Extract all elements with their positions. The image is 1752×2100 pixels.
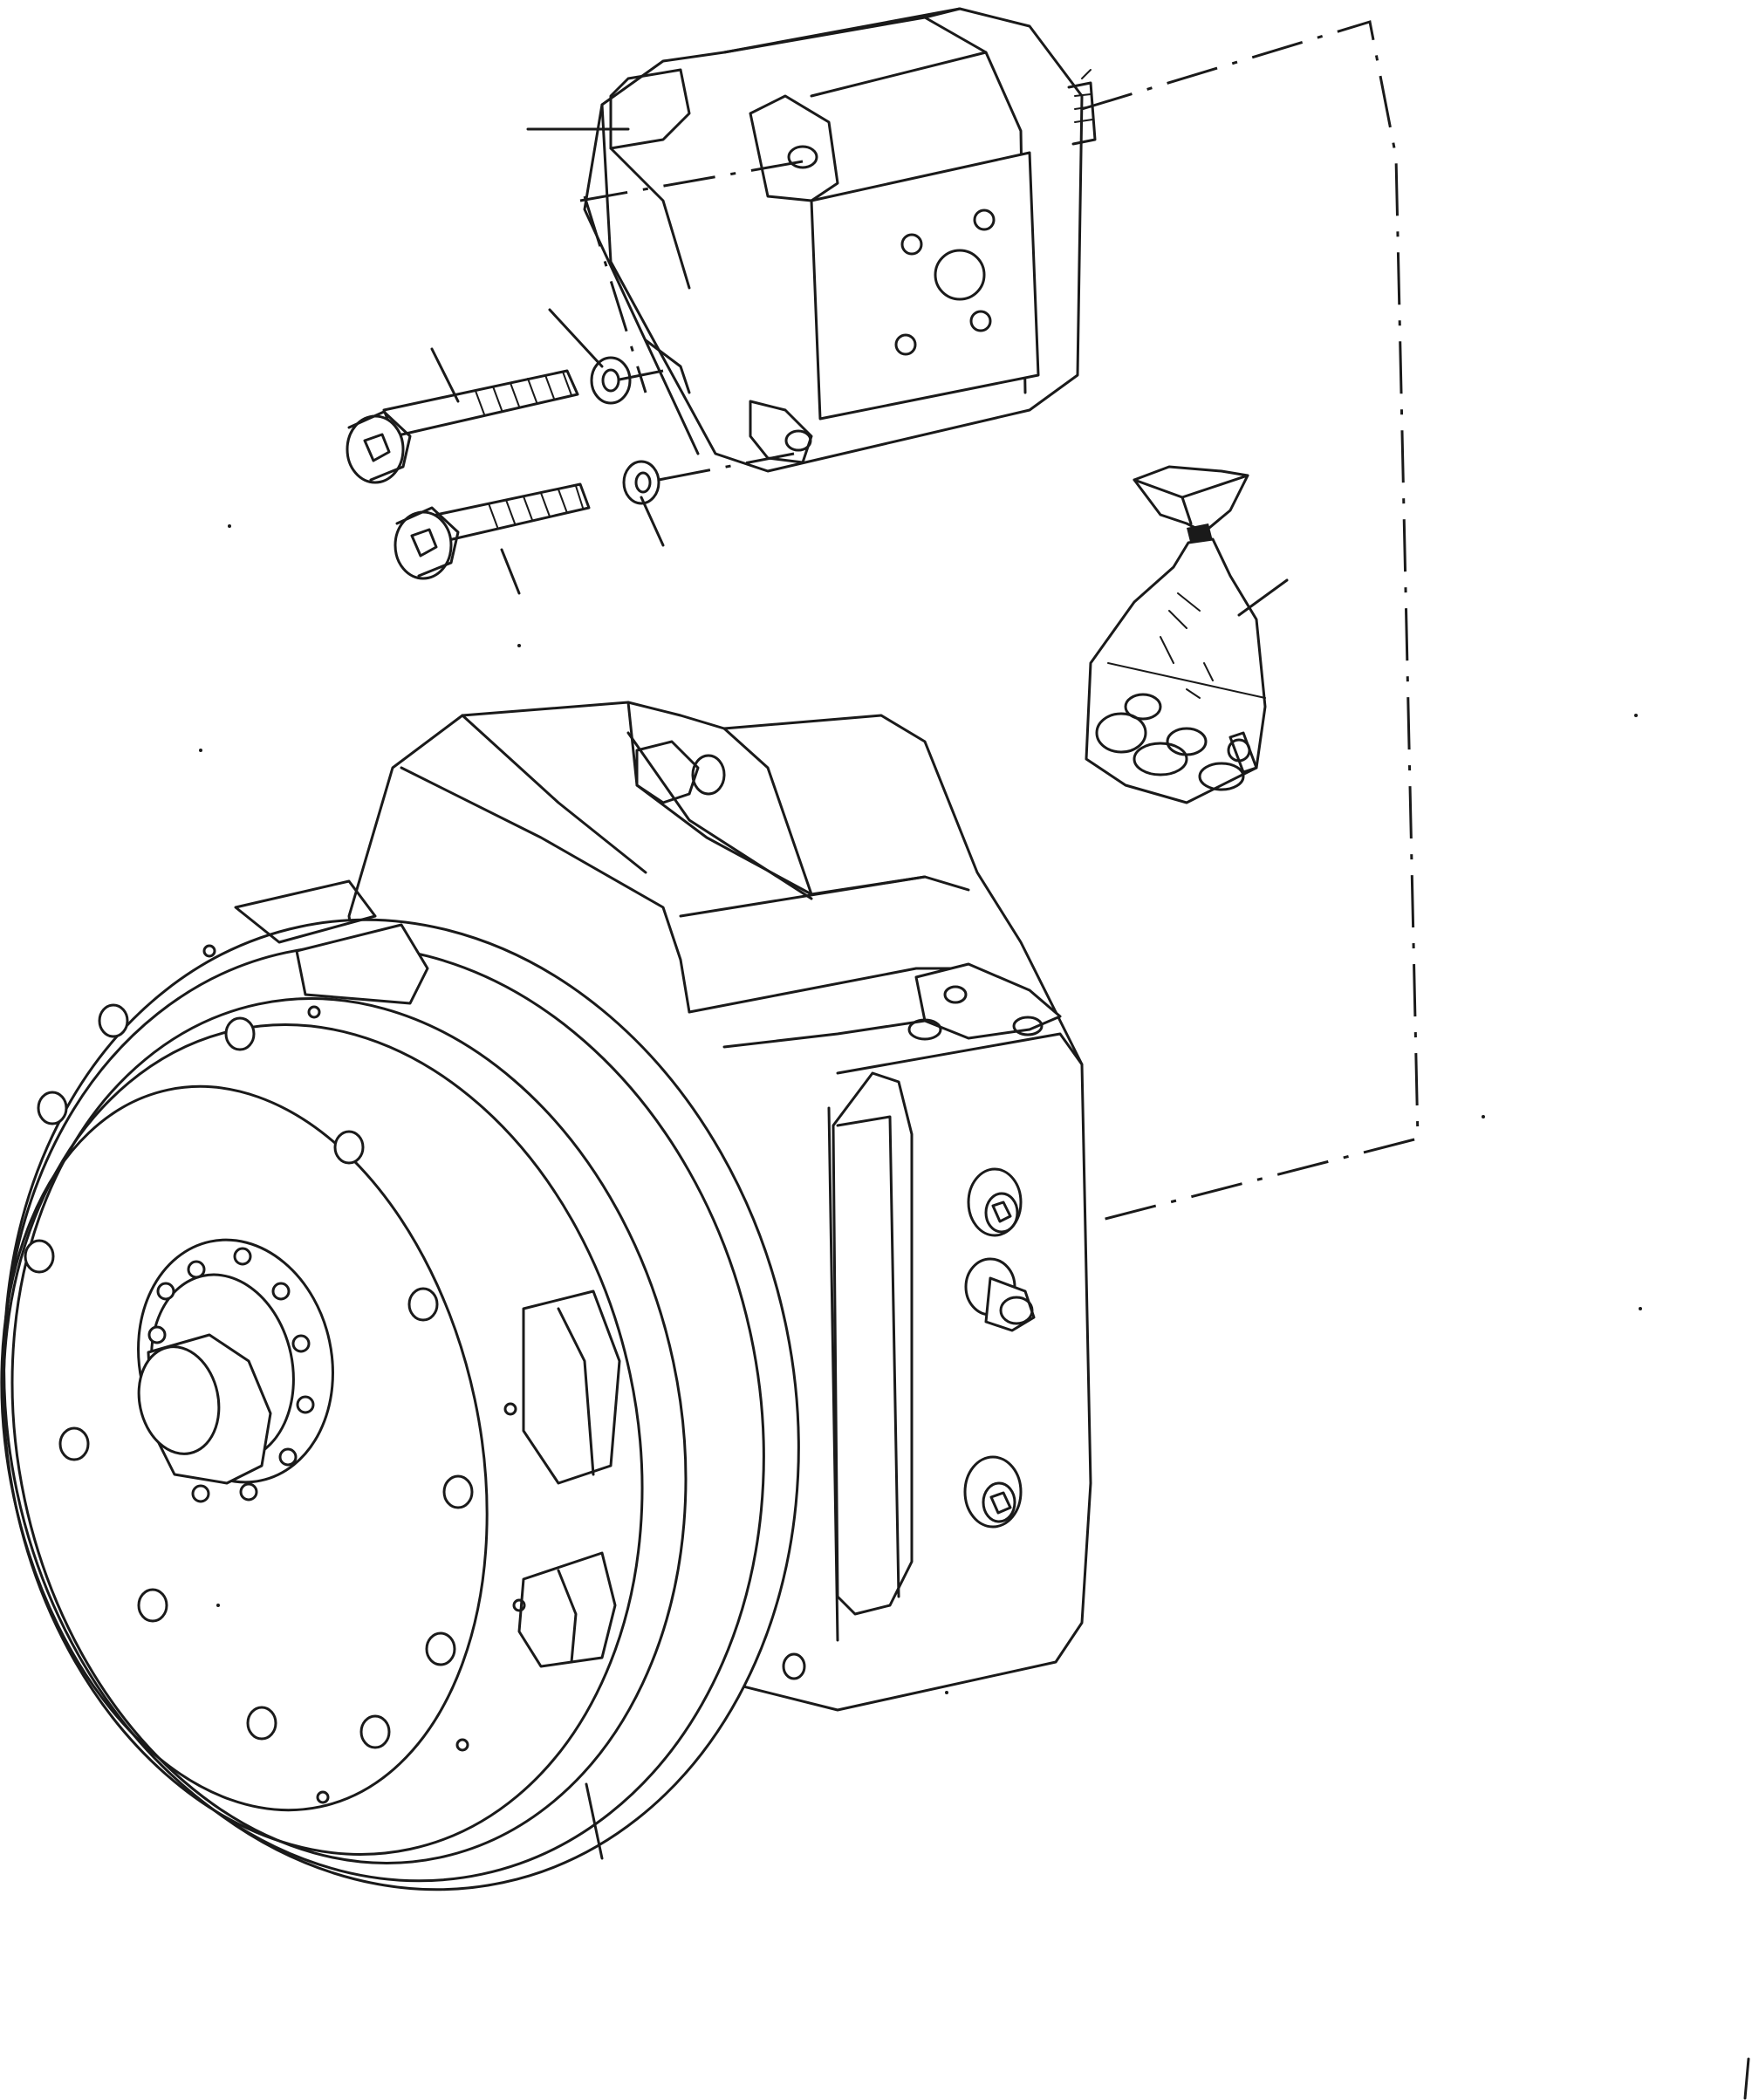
transmission-housing [0,701,1092,1891]
output-flange [137,1238,334,1503]
assembly-centerlines [579,20,1420,1223]
washer-lower [622,460,660,505]
cap-screw-upper [346,369,579,484]
washer-upper [590,356,632,405]
plug-upper [967,1167,1023,1237]
hardware-kit-bag [1085,465,1267,804]
flange-bolts [24,1003,474,1749]
scan-specks [199,524,1750,2100]
cap-screw-lower [394,482,591,580]
plug-lower [963,1455,1023,1529]
hydraulic-pump [583,7,1097,473]
leader-lines [430,127,1289,1860]
plug-middle [964,1257,1036,1332]
